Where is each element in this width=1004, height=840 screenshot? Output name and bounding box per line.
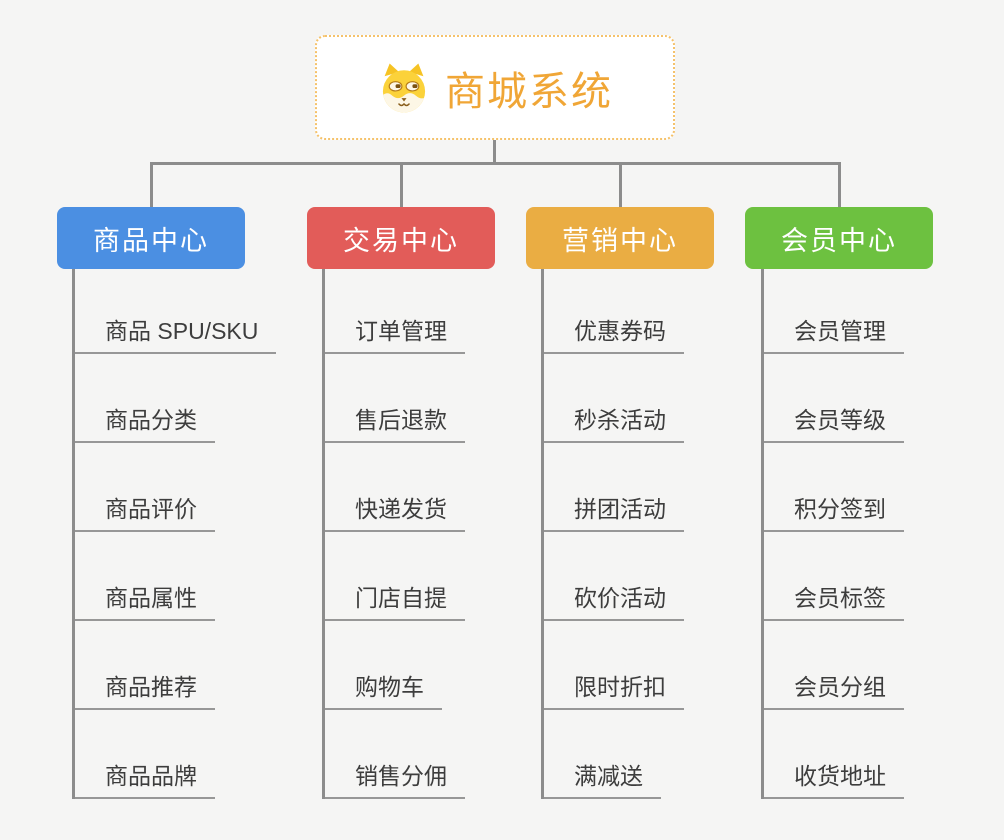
child-node-label[interactable]: 快递发货 [325,490,465,532]
branch-node-marketing[interactable]: 营销中心 [526,207,714,269]
child-node: 优惠券码 [544,269,684,354]
child-node-label[interactable]: 商品属性 [75,579,215,621]
child-node: 秒杀活动 [544,354,684,443]
branch-node-trade[interactable]: 交易中心 [307,207,495,269]
child-node-label[interactable]: 会员标签 [764,579,904,621]
child-node-label[interactable]: 销售分佣 [325,757,465,799]
child-node: 商品分类 [75,354,276,443]
child-node-label[interactable]: 秒杀活动 [544,401,684,443]
root-node[interactable]: 商城系统 [315,35,675,140]
child-node-label[interactable]: 会员分组 [764,668,904,710]
child-node-label[interactable]: 购物车 [325,668,442,710]
child-node: 会员标签 [764,532,904,621]
child-node: 快递发货 [325,443,465,532]
branch-children-members: 会员管理 会员等级 积分签到 会员标签 会员分组 收货地址 [761,269,904,799]
child-node: 售后退款 [325,354,465,443]
connector-drop-marketing [619,163,622,209]
child-node-label[interactable]: 砍价活动 [544,579,684,621]
child-node: 商品 SPU/SKU [75,269,277,354]
connector-horizontal-bar [150,162,841,165]
child-node: 购物车 [325,621,465,710]
child-node-label[interactable]: 会员管理 [764,312,904,354]
branch-label: 营销中心 [562,225,678,256]
branch-children-marketing: 优惠券码 秒杀活动 拼团活动 砍价活动 限时折扣 满减送 [541,269,684,799]
branch-children-trade: 订单管理 售后退款 快递发货 门店自提 购物车 销售分佣 [322,269,465,799]
child-node: 商品属性 [75,532,276,621]
child-node: 会员等级 [764,354,904,443]
branch-label: 商品中心 [93,225,209,256]
child-node: 拼团活动 [544,443,684,532]
child-node-label[interactable]: 订单管理 [325,312,465,354]
connector-drop-members [838,163,841,209]
child-node: 限时折扣 [544,621,684,710]
connector-drop-products [150,163,153,209]
child-node: 满减送 [544,710,684,799]
child-node: 收货地址 [764,710,904,799]
child-node: 订单管理 [325,269,465,354]
child-node: 商品评价 [75,443,276,532]
child-node-label[interactable]: 积分签到 [764,490,904,532]
child-node: 砍价活动 [544,532,684,621]
child-node: 商品品牌 [75,710,276,799]
child-node-label[interactable]: 满减送 [544,757,661,799]
child-node-label[interactable]: 商品 SPU/SKU [75,312,277,354]
child-node: 会员分组 [764,621,904,710]
child-node-label[interactable]: 会员等级 [764,401,904,443]
branch-node-products[interactable]: 商品中心 [57,207,245,269]
child-node-label[interactable]: 商品分类 [75,401,215,443]
child-node: 积分签到 [764,443,904,532]
child-node-label[interactable]: 商品评价 [75,490,215,532]
connector-root-stem [493,140,496,165]
child-node-label[interactable]: 售后退款 [325,401,465,443]
shiba-dog-icon [377,61,431,115]
child-node: 会员管理 [764,269,904,354]
branch-label: 交易中心 [343,225,459,256]
child-node-label[interactable]: 收货地址 [764,757,904,799]
child-node: 销售分佣 [325,710,465,799]
child-node-label[interactable]: 门店自提 [325,579,465,621]
child-node-label[interactable]: 商品品牌 [75,757,215,799]
child-node-label[interactable]: 商品推荐 [75,668,215,710]
child-node: 商品推荐 [75,621,276,710]
branch-node-members[interactable]: 会员中心 [745,207,933,269]
child-node-label[interactable]: 拼团活动 [544,490,684,532]
connector-drop-trade [400,163,403,209]
branch-children-products: 商品 SPU/SKU 商品分类 商品评价 商品属性 商品推荐 商品品牌 [72,269,277,799]
root-title: 商城系统 [445,69,613,114]
child-node: 门店自提 [325,532,465,621]
child-node-label[interactable]: 限时折扣 [544,668,684,710]
branch-label: 会员中心 [781,225,897,256]
child-node-label[interactable]: 优惠券码 [544,312,684,354]
